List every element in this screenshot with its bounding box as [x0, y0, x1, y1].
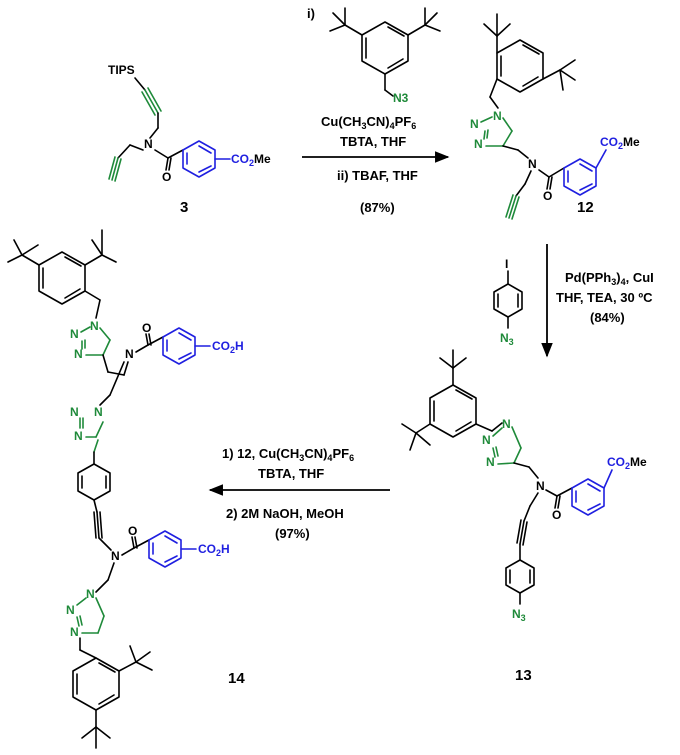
step1-reagent-line3: ii) TBAF, THF	[337, 168, 418, 183]
triazole-n2-13: N	[482, 433, 491, 447]
triazole-n1-12: N	[493, 109, 502, 123]
compound-13-structure: N N N N N3 O CO2Me	[401, 349, 647, 623]
compound-14-structure: N N N N O CO2H N N N	[7, 229, 244, 749]
compound-3-structure: TIPS N O CO2Me	[108, 63, 271, 184]
acid-label-14b: CO2H	[198, 542, 230, 558]
tips-label: TIPS	[108, 63, 135, 77]
carbonyl-o-12: O	[543, 189, 552, 203]
triazole-a-n2: N	[70, 327, 79, 341]
step3-reagent-line3: 2) 2M NaOH, MeOH	[226, 506, 344, 521]
step2-reagent-line2: THF, TEA, 30 ºC	[556, 290, 653, 305]
step1-reagent-line1: Cu(CH3CN)4PF6	[321, 114, 416, 131]
carbonyl-o-14a: O	[142, 321, 151, 335]
ester-label-12: CO2Me	[600, 135, 640, 151]
step2-yield: (84%)	[590, 310, 625, 325]
step2-reagent-line1: Pd(PPh3)4, CuI	[565, 270, 654, 287]
step1-reagent-line2: TBTA, THF	[340, 134, 406, 149]
compound-12-structure: N N N N O CO2Me	[470, 13, 640, 220]
compound-3-label: 3	[180, 199, 188, 216]
step3-reagent-line1: 1) 12, Cu(CH3CN)4PF6	[222, 446, 354, 463]
triazole-c-n2: N	[66, 603, 75, 617]
amide-n-label: N	[144, 137, 153, 151]
azide-label: N3	[393, 91, 409, 105]
ester-label-3: CO2Me	[231, 152, 271, 168]
triazole-a-n3: N	[74, 347, 83, 361]
compound-13-label: 13	[515, 667, 532, 684]
triazole-c-n1: N	[86, 587, 95, 601]
triazole-n3-13: N	[486, 455, 495, 469]
amide-n-13: N	[536, 479, 545, 493]
triazole-b-n3: N	[74, 429, 83, 443]
acid-label-14a: CO2H	[212, 339, 244, 355]
amide-n-14b: N	[111, 549, 120, 563]
triazole-n2-12: N	[470, 117, 479, 131]
step1-marker: i)	[307, 6, 315, 21]
step1-yield: (87%)	[360, 200, 395, 215]
azide-label-13: N3	[512, 607, 526, 623]
iodoazidobenzene-reagent: I N3	[493, 257, 523, 347]
triazole-n1-13: N	[502, 417, 511, 431]
amide-n-12: N	[528, 157, 537, 171]
carbonyl-o-label: O	[162, 170, 171, 184]
step3-yield: (97%)	[275, 526, 310, 541]
iodo-label: I	[505, 257, 508, 271]
amide-n-14a: N	[125, 347, 134, 361]
triazole-c-n3: N	[70, 625, 79, 639]
step3-reagent-line2: TBTA, THF	[258, 466, 324, 481]
carbonyl-o-14b: O	[128, 524, 137, 538]
azide-label-reagent: N3	[500, 331, 514, 347]
triazole-b-n2: N	[70, 405, 79, 419]
benzyl-azide-reagent: N3	[329, 7, 441, 105]
triazole-a-n1: N	[90, 319, 99, 333]
compound-12-label: 12	[577, 199, 594, 216]
ester-label-13: CO2Me	[607, 455, 647, 471]
carbonyl-o-13: O	[552, 508, 561, 522]
triazole-n3-12: N	[474, 137, 483, 151]
triazole-b-n1: N	[94, 405, 103, 419]
compound-14-label: 14	[228, 670, 245, 687]
